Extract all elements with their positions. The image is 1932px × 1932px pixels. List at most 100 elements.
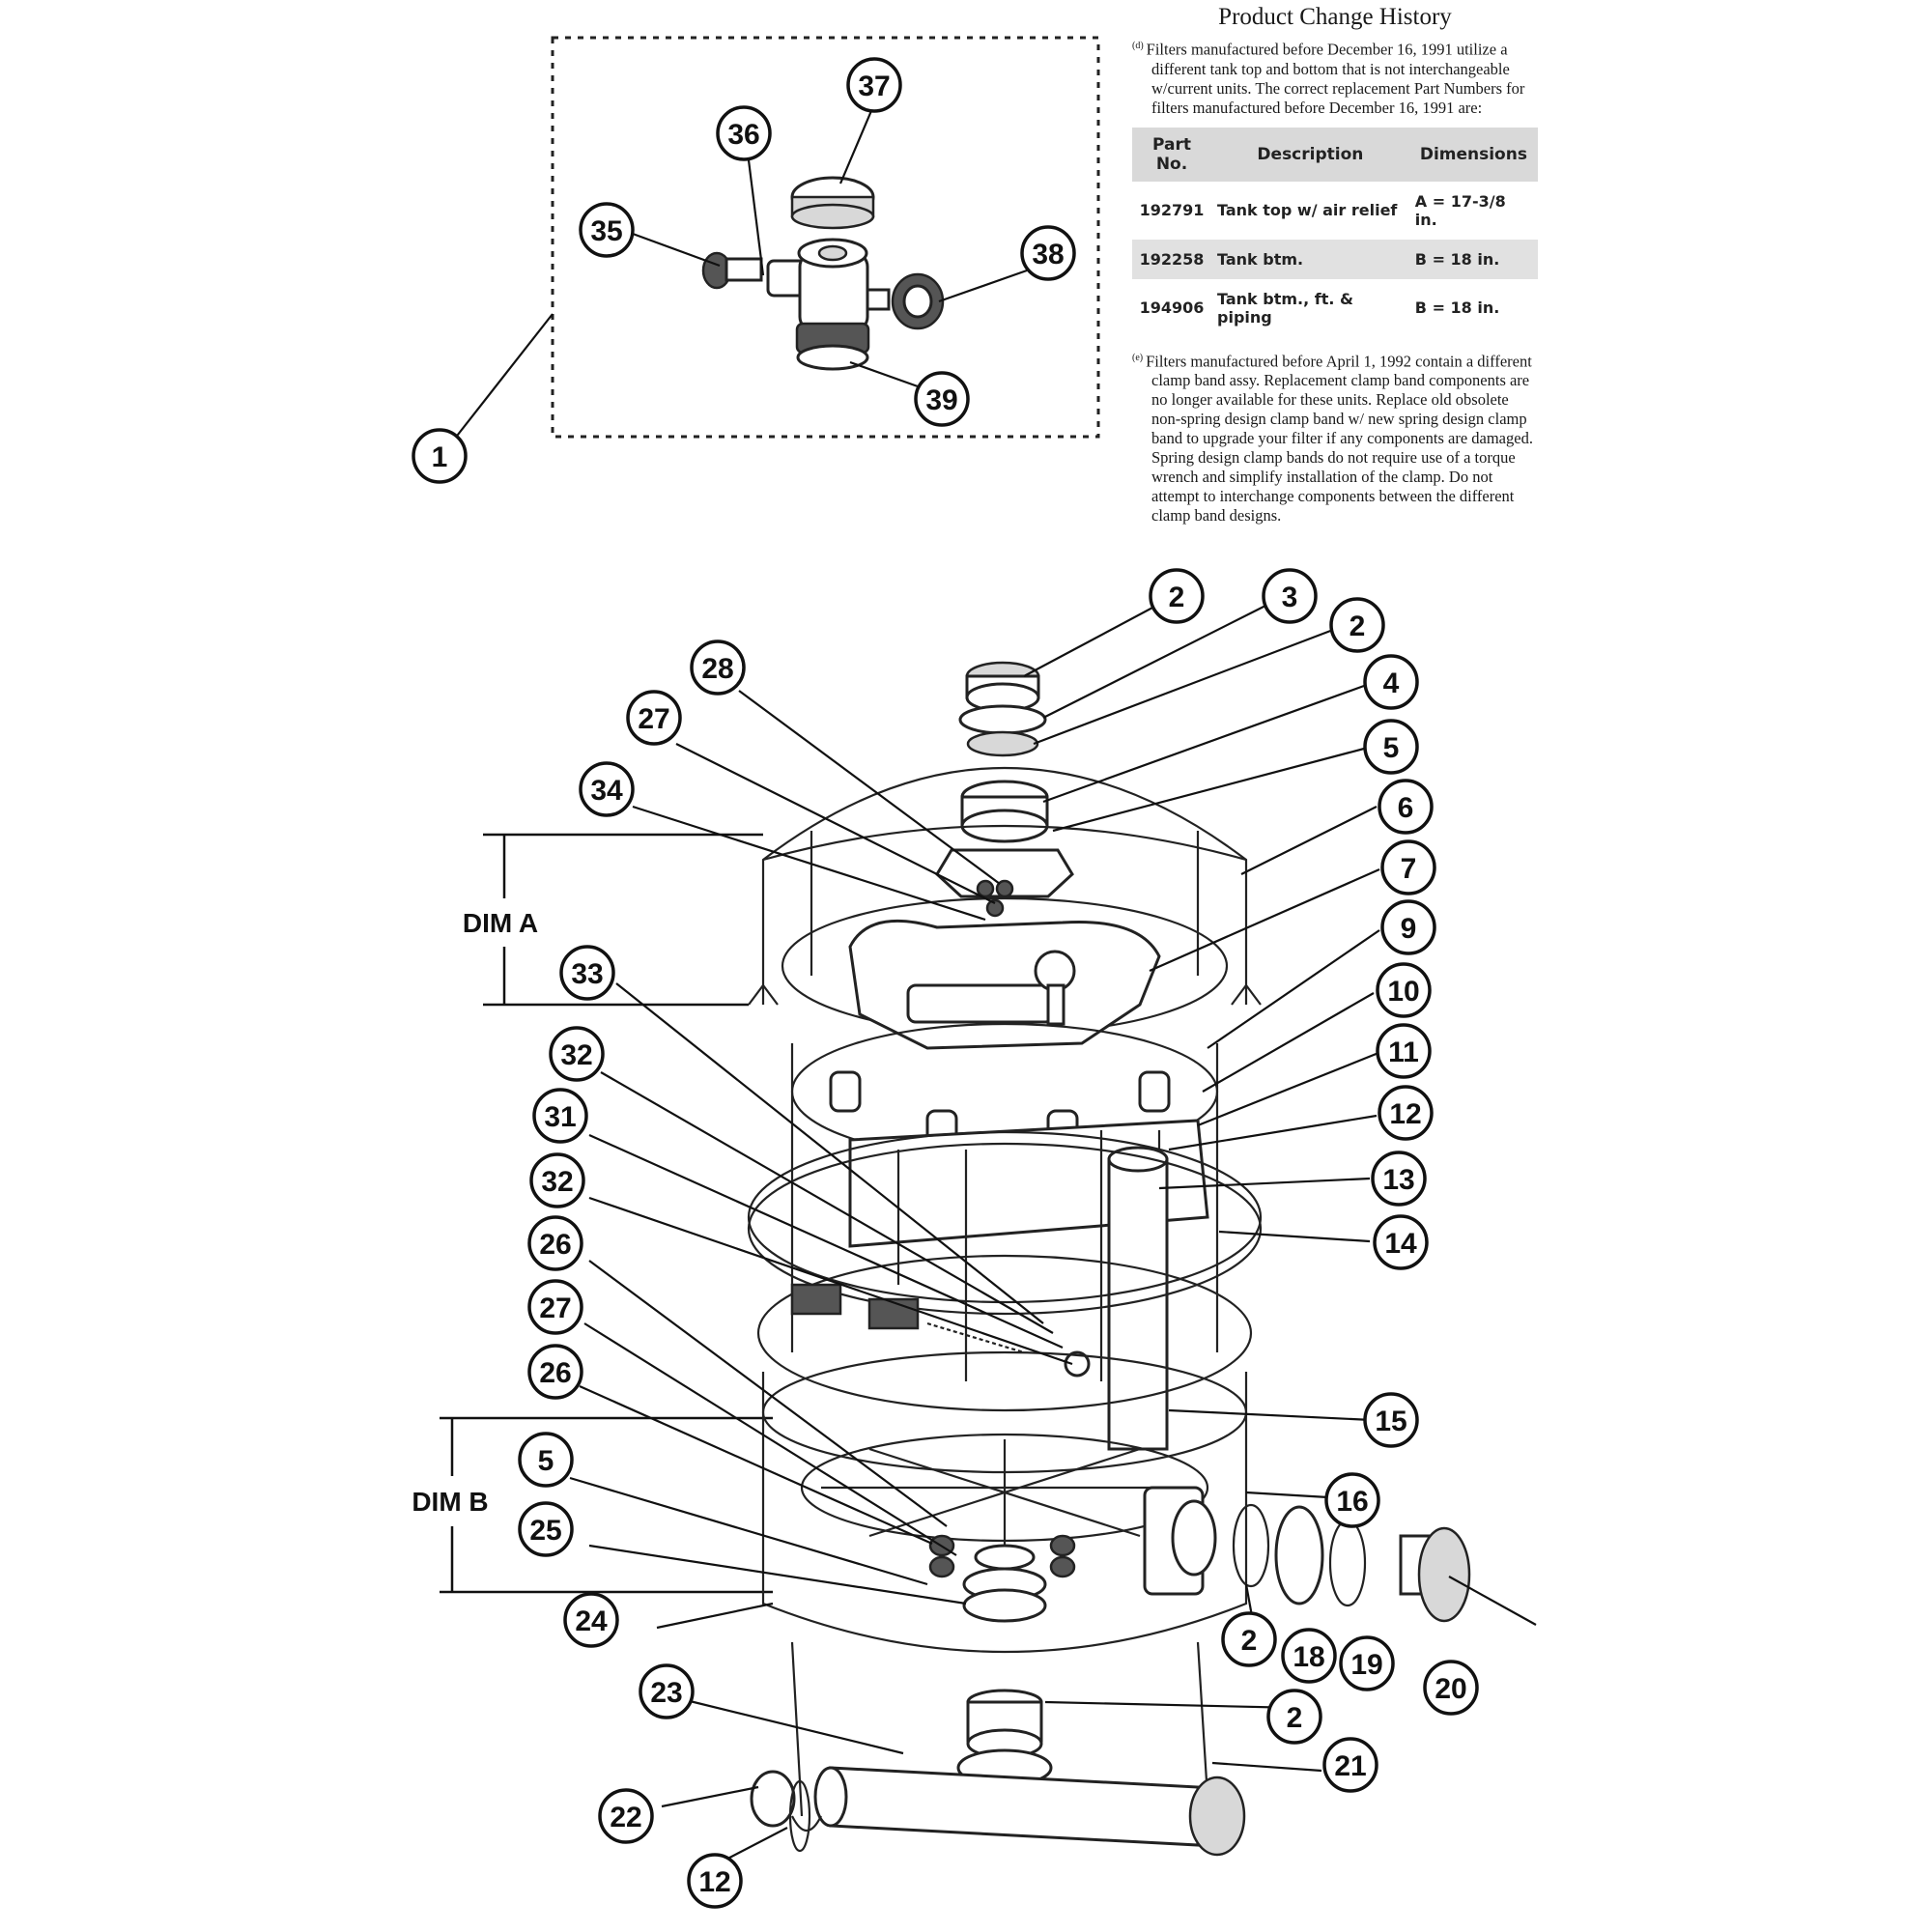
- callout-19: 19: [1339, 1635, 1395, 1691]
- note-d-text: Filters manufactured before December 16,…: [1146, 40, 1525, 117]
- callout-26a: 28: [690, 639, 746, 696]
- svg-text:28: 28: [701, 653, 733, 685]
- svg-text:37: 37: [858, 71, 890, 102]
- callout-4: 4: [1363, 654, 1419, 710]
- svg-text:2: 2: [1169, 582, 1185, 613]
- svg-text:19: 19: [1350, 1649, 1382, 1681]
- svg-text:9: 9: [1401, 913, 1417, 945]
- svg-text:14: 14: [1384, 1228, 1417, 1260]
- svg-text:31: 31: [544, 1101, 576, 1133]
- note-e-mark: (e): [1132, 352, 1144, 363]
- svg-text:27: 27: [539, 1293, 571, 1324]
- callout-5a: 5: [1363, 719, 1419, 775]
- callout-15: 15: [1363, 1392, 1419, 1448]
- cell-part-no: 194906: [1139, 298, 1205, 317]
- callout-9: 9: [1380, 899, 1436, 955]
- svg-text:39: 39: [925, 384, 957, 416]
- svg-text:22: 22: [610, 1802, 641, 1833]
- note-d: (d)Filters manufactured before December …: [1132, 37, 1538, 118]
- svg-text:12: 12: [698, 1866, 730, 1898]
- note-e-text: Filters manufactured before April 1, 199…: [1146, 352, 1533, 525]
- table-row: 192791 Tank top w/ air relief A = 17-3/8…: [1132, 182, 1538, 240]
- callout-7: 7: [1380, 839, 1436, 895]
- note-d-mark: (d): [1132, 41, 1144, 51]
- svg-text:20: 20: [1435, 1673, 1466, 1705]
- note-e: (e)Filters manufactured before April 1, …: [1132, 349, 1538, 526]
- header-description: Description: [1211, 127, 1409, 182]
- cell-part-no: 192791: [1139, 201, 1205, 219]
- svg-text:33: 33: [571, 958, 603, 990]
- svg-text:15: 15: [1375, 1406, 1406, 1437]
- cell-part-no: 192258: [1132, 239, 1211, 279]
- svg-text:2: 2: [1241, 1625, 1258, 1657]
- callout-11: 11: [1376, 1023, 1432, 1079]
- callout-27a: 27: [626, 690, 682, 746]
- svg-text:24: 24: [575, 1605, 608, 1637]
- callout-2c: 2: [1221, 1611, 1277, 1667]
- svg-text:27: 27: [638, 703, 669, 735]
- callout-16: 16: [1324, 1472, 1380, 1528]
- dim-b-label: DIM B: [412, 1487, 488, 1517]
- callout-32a: 32: [549, 1026, 605, 1082]
- callout-12a: 12: [1378, 1085, 1434, 1141]
- svg-text:32: 32: [560, 1039, 592, 1071]
- callout-10: 10: [1376, 962, 1432, 1018]
- cell-dimensions: B = 18 in.: [1408, 239, 1538, 279]
- callout-28: 26: [527, 1215, 583, 1271]
- air-relief-valve-assembly: [701, 176, 945, 371]
- table-header-row: Part No. Description Dimensions: [1132, 127, 1538, 182]
- callout-12b: 12: [687, 1853, 743, 1909]
- svg-text:36: 36: [727, 119, 759, 151]
- callout-14: 14: [1373, 1214, 1429, 1270]
- product-change-history: Product Change History (d)Filters manufa…: [1132, 0, 1538, 535]
- callout-39: 39: [914, 371, 970, 427]
- callout-2b: 2: [1329, 597, 1385, 653]
- cell-description: Tank top w/ air relief: [1217, 201, 1398, 219]
- replacement-parts-table: Part No. Description Dimensions 192791 T…: [1132, 127, 1538, 337]
- callout-33: 33: [559, 945, 615, 1001]
- svg-text:34: 34: [590, 775, 623, 807]
- callout-6: 6: [1378, 779, 1434, 835]
- svg-text:4: 4: [1383, 668, 1400, 699]
- callout-3: 3: [1262, 568, 1318, 624]
- svg-text:26: 26: [539, 1229, 571, 1261]
- callout-23: 23: [639, 1663, 695, 1719]
- callout-24: 24: [563, 1592, 619, 1648]
- callout-25: 25: [518, 1501, 574, 1557]
- callout-21: 21: [1322, 1737, 1378, 1793]
- callout-2a: 2: [1149, 568, 1205, 624]
- callout-37: 37: [846, 57, 902, 113]
- callout-1: 1: [412, 428, 468, 484]
- callout-13: 13: [1371, 1151, 1427, 1207]
- svg-text:13: 13: [1382, 1164, 1414, 1196]
- svg-text:10: 10: [1387, 976, 1419, 1008]
- table-row: 192258 Tank btm. B = 18 in.: [1132, 239, 1538, 279]
- dim-a-label: DIM A: [463, 908, 538, 938]
- svg-text:21: 21: [1334, 1750, 1366, 1782]
- cell-dimensions: B = 18 in.: [1414, 298, 1500, 317]
- cell-dimensions: A = 17-3/8 in.: [1414, 191, 1506, 229]
- svg-text:32: 32: [541, 1166, 573, 1198]
- callout-18: 18: [1281, 1628, 1337, 1684]
- history-title: Product Change History: [1218, 4, 1452, 30]
- header-part-no: Part No.: [1132, 127, 1211, 182]
- svg-text:7: 7: [1401, 853, 1417, 885]
- callout-35: 35: [579, 202, 635, 258]
- svg-text:38: 38: [1032, 239, 1064, 270]
- callout-22: 22: [598, 1788, 654, 1844]
- svg-text:2: 2: [1350, 611, 1366, 642]
- cell-description: Tank btm., ft. & piping: [1217, 289, 1353, 327]
- svg-text:3: 3: [1282, 582, 1298, 613]
- svg-text:23: 23: [650, 1677, 682, 1709]
- callout-20: 20: [1423, 1660, 1479, 1716]
- svg-text:5: 5: [538, 1445, 554, 1477]
- callout-27b: 27: [527, 1279, 583, 1335]
- cell-description: Tank btm.: [1211, 239, 1409, 279]
- callout-26b: 26: [527, 1344, 583, 1400]
- svg-text:25: 25: [529, 1515, 561, 1547]
- svg-text:16: 16: [1336, 1486, 1368, 1518]
- svg-text:1: 1: [432, 441, 448, 473]
- svg-text:26: 26: [539, 1357, 571, 1389]
- svg-text:35: 35: [590, 215, 622, 247]
